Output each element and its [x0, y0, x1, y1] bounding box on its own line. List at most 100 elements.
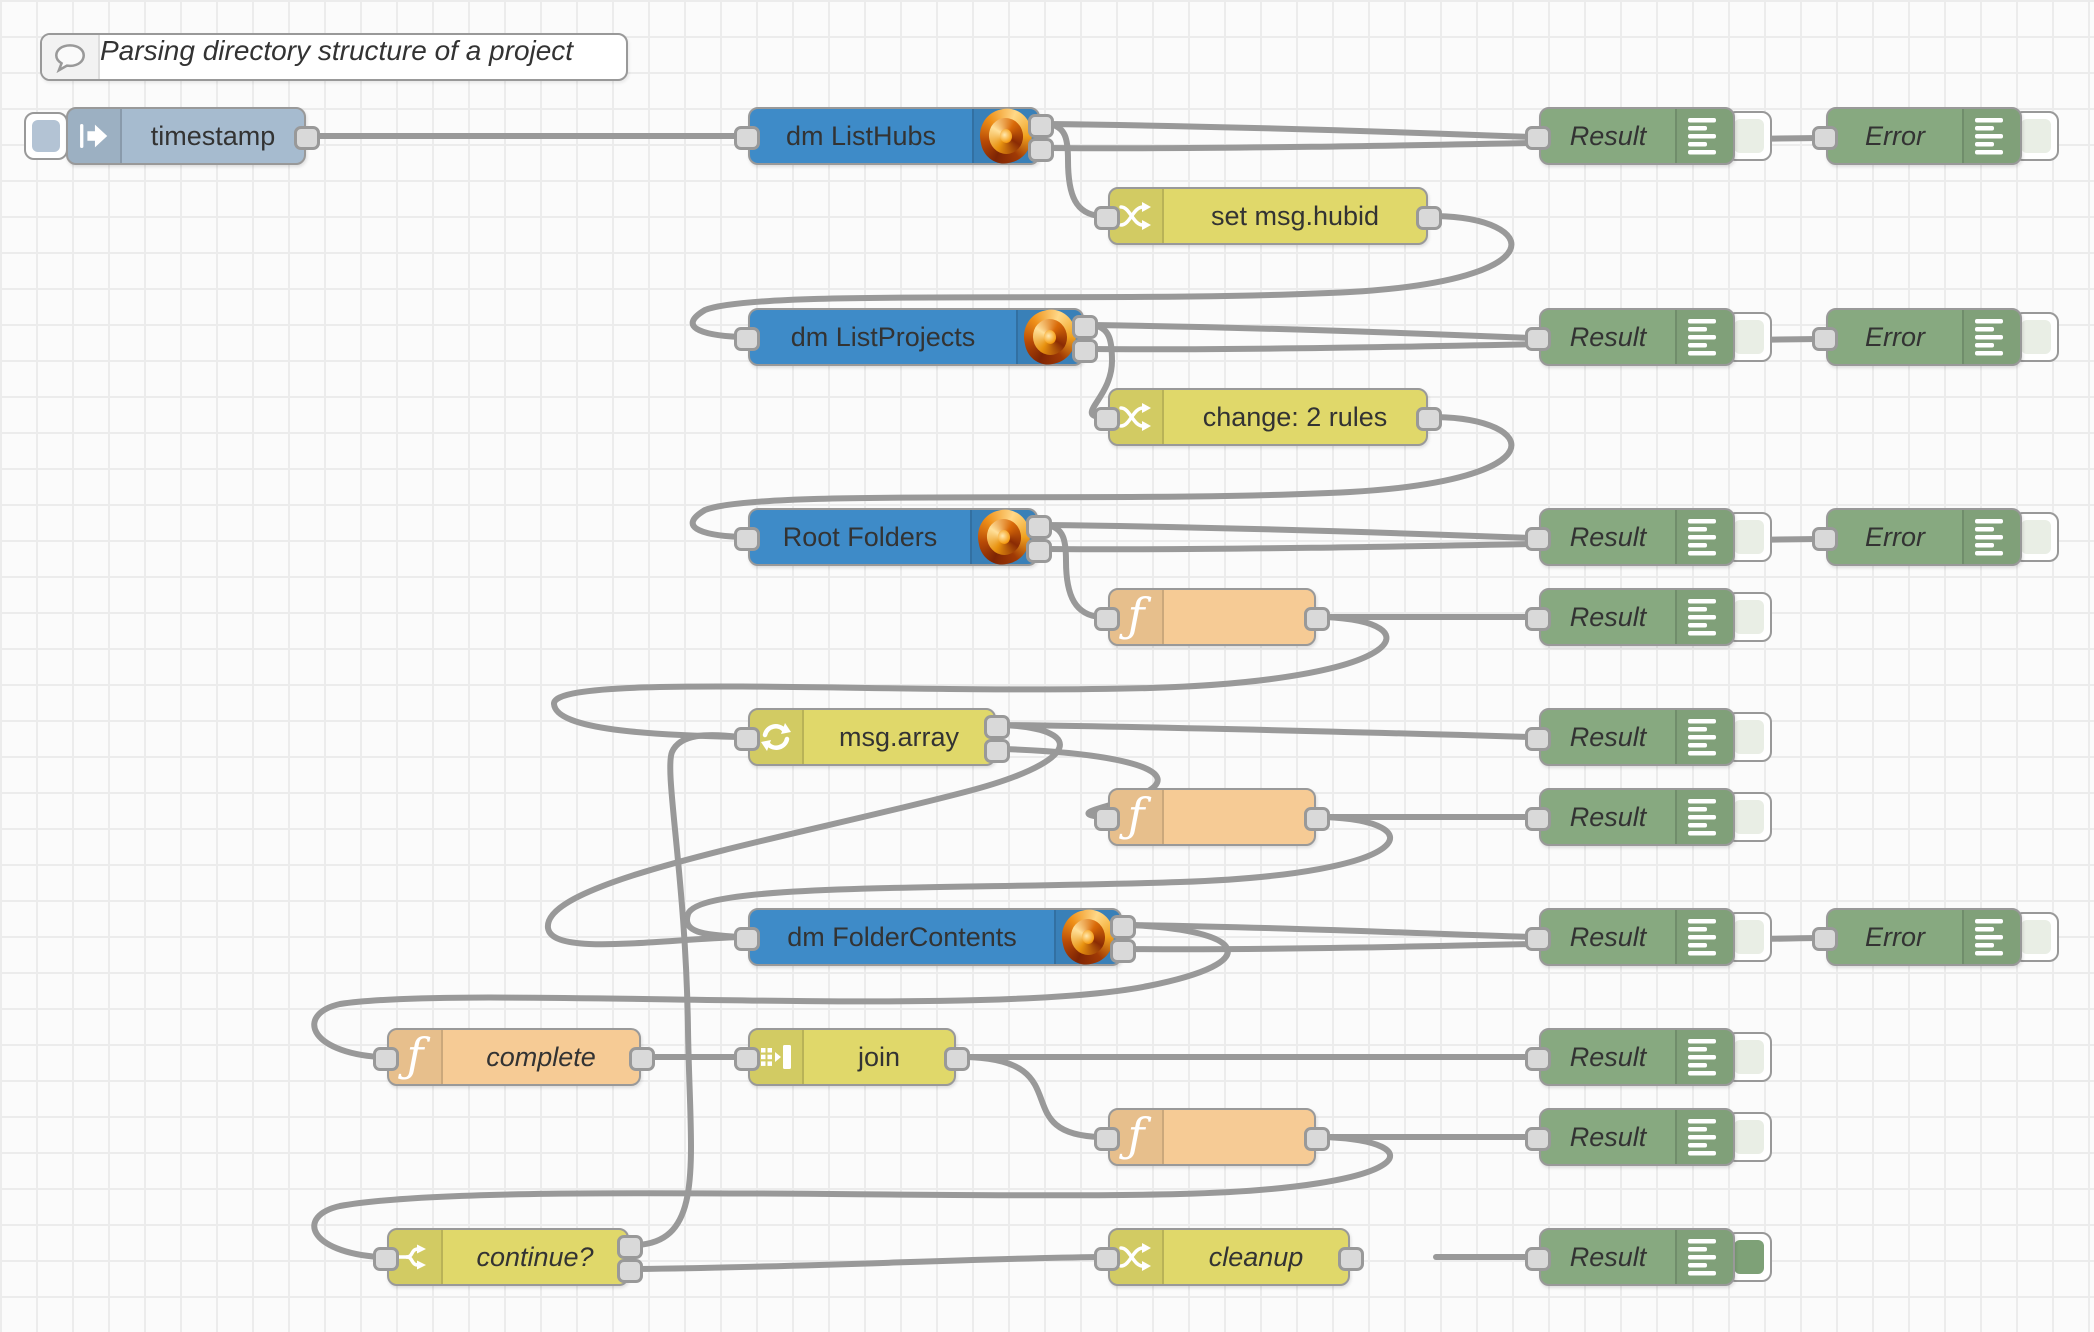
input-port[interactable] [1812, 126, 1838, 150]
node-debug-error[interactable]: Error [1812, 508, 2022, 566]
input-port[interactable] [373, 1047, 399, 1071]
input-port[interactable] [1812, 527, 1838, 551]
wire[interactable] [1001, 746, 1161, 820]
node-join[interactable]: join [734, 1028, 970, 1086]
node-change-2-rules[interactable]: change: 2 rules [1094, 388, 1442, 446]
output-port[interactable] [294, 126, 320, 150]
output-port[interactable] [1338, 1247, 1364, 1271]
node-debug-error[interactable]: Error [1812, 308, 2022, 366]
input-port[interactable] [734, 927, 760, 951]
output-port-1[interactable] [1026, 515, 1052, 539]
node-debug-result[interactable]: Result [1525, 588, 1735, 646]
output-port-2[interactable] [617, 1259, 643, 1283]
wire[interactable] [1001, 722, 1534, 740]
output-port[interactable] [629, 1047, 655, 1071]
input-port[interactable] [734, 1047, 760, 1071]
output-port[interactable] [1304, 1127, 1330, 1151]
input-port[interactable] [734, 126, 760, 150]
wire[interactable] [634, 732, 743, 1248]
node-debug-result[interactable]: Result [1525, 308, 1735, 366]
input-port[interactable] [1525, 607, 1551, 631]
wire[interactable] [1043, 522, 1103, 620]
input-port[interactable] [1525, 327, 1551, 351]
output-port-2[interactable] [1026, 539, 1052, 563]
node-debug-error[interactable]: Error [1812, 107, 2022, 165]
input-port[interactable] [1525, 727, 1551, 751]
wire[interactable] [1088, 322, 1116, 420]
output-port-2[interactable] [1028, 138, 1054, 162]
node-dm-listprojects[interactable]: dm ListProjects [734, 305, 1098, 369]
output-port-1[interactable] [1028, 114, 1054, 138]
input-port[interactable] [1525, 1047, 1551, 1071]
wire[interactable] [1045, 121, 1534, 140]
node-function[interactable]: ƒ [1094, 588, 1330, 646]
output-port-1[interactable] [617, 1235, 643, 1259]
output-port[interactable] [1416, 407, 1442, 431]
node-change-cleanup[interactable]: cleanup [1094, 1228, 1364, 1286]
input-port[interactable] [1525, 1247, 1551, 1271]
input-port[interactable] [734, 527, 760, 551]
wire[interactable] [311, 922, 1231, 1060]
wire[interactable] [634, 1254, 1103, 1272]
node-comment[interactable]: Parsing directory structure of a project [40, 33, 628, 81]
node-function[interactable]: ƒ [1094, 788, 1330, 846]
input-port[interactable] [1094, 407, 1120, 431]
input-port[interactable] [1094, 807, 1120, 831]
wire[interactable] [550, 614, 1390, 740]
input-port[interactable] [734, 327, 760, 351]
output-port-1[interactable] [1110, 915, 1136, 939]
output-port-2[interactable] [984, 739, 1010, 763]
node-debug-result[interactable]: Result [1525, 788, 1735, 846]
output-port[interactable] [1304, 607, 1330, 631]
node-dm-foldercontents[interactable]: dm FolderContents [734, 905, 1136, 969]
wire[interactable] [1089, 322, 1534, 341]
output-port-1[interactable] [984, 715, 1010, 739]
input-port[interactable] [1525, 527, 1551, 551]
input-port[interactable] [1094, 206, 1120, 230]
wire[interactable] [689, 414, 1515, 540]
wire[interactable] [1127, 922, 1534, 940]
node-debug-result[interactable]: Result [1525, 908, 1735, 966]
node-change-set-hubid[interactable]: set msg.hubid [1094, 187, 1442, 245]
node-debug-result[interactable]: Result [1525, 1108, 1735, 1166]
output-port-2[interactable] [1072, 339, 1098, 363]
wire[interactable] [1045, 121, 1103, 219]
node-switch-continue[interactable]: continue? [373, 1228, 643, 1286]
output-port[interactable] [1304, 807, 1330, 831]
input-port[interactable] [734, 727, 760, 751]
wire[interactable] [689, 213, 1515, 340]
inject-fire-button[interactable] [24, 112, 68, 160]
node-dm-listhubs[interactable]: dm ListHubs [734, 104, 1054, 168]
input-port[interactable] [373, 1247, 399, 1271]
node-function-complete[interactable]: ƒ complete [373, 1028, 655, 1086]
wire[interactable] [684, 814, 1393, 940]
input-port[interactable] [1525, 807, 1551, 831]
node-label [1164, 590, 1314, 644]
wire[interactable] [961, 1054, 1103, 1140]
wire[interactable] [311, 1134, 1393, 1260]
input-port[interactable] [1094, 1247, 1120, 1271]
node-debug-result[interactable]: Result [1525, 1028, 1735, 1086]
input-port[interactable] [1812, 327, 1838, 351]
output-port-1[interactable] [1072, 315, 1098, 339]
input-port[interactable] [1525, 927, 1551, 951]
output-port[interactable] [944, 1047, 970, 1071]
node-loop-msg-array[interactable]: msg.array [734, 708, 1010, 766]
output-port-2[interactable] [1110, 939, 1136, 963]
input-port[interactable] [1094, 607, 1120, 631]
node-root-folders[interactable]: Root Folders [734, 505, 1052, 569]
node-debug-error[interactable]: Error [1812, 908, 2022, 966]
node-function[interactable]: ƒ [1094, 1108, 1330, 1166]
node-debug-result[interactable]: Result [1525, 708, 1735, 766]
input-port[interactable] [1525, 126, 1551, 150]
output-port[interactable] [1416, 206, 1442, 230]
input-port[interactable] [1094, 1127, 1120, 1151]
node-debug-result[interactable]: Result [1525, 107, 1735, 165]
input-port[interactable] [1812, 927, 1838, 951]
node-inject-timestamp[interactable]: timestamp [66, 107, 320, 165]
node-debug-result[interactable]: Result [1525, 508, 1735, 566]
input-port[interactable] [1525, 1127, 1551, 1151]
wire[interactable] [1043, 522, 1534, 541]
node-debug-result[interactable]: Result [1525, 1228, 1735, 1286]
